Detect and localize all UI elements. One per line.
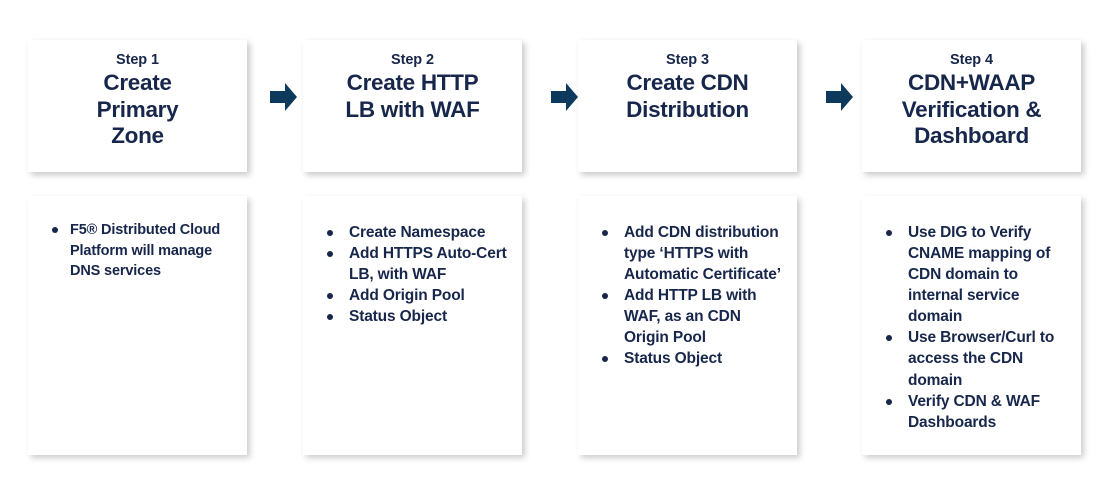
- arrow-step3-to-step4-icon: [826, 82, 854, 112]
- list-item: Verify CDN & WAF Dashboards: [872, 391, 1073, 433]
- step-column-1: Step 1 Create Primary Zone F5® Distribut…: [28, 0, 247, 491]
- step-column-4: Step 4 CDN+WAAP Verification & Dashboard…: [862, 0, 1081, 491]
- step-title-line-1: Create: [103, 70, 172, 96]
- step-body-card-1: F5® Distributed Cloud Platform will mana…: [28, 196, 247, 455]
- step-title-line-3: Dashboard: [914, 123, 1029, 149]
- step-label-1: Step 1: [116, 52, 159, 68]
- arrow-step1-to-step2-icon: [270, 82, 298, 112]
- step-title-line-1: CDN+WAAP: [908, 70, 1035, 96]
- step-bullet-list-3: Add CDN distribution type ‘HTTPS with Au…: [588, 222, 789, 370]
- list-item: Use DIG to Verify CNAME mapping of CDN d…: [872, 222, 1073, 327]
- step-label-2: Step 2: [391, 52, 434, 68]
- step-body-card-3: Add CDN distribution type ‘HTTPS with Au…: [578, 196, 797, 455]
- step-bullet-list-2: Create Namespace Add HTTPS Auto-Cert LB,…: [313, 222, 514, 327]
- step-title-3: Create CDN Distribution: [622, 70, 753, 123]
- list-item: Use Browser/Curl to access the CDN domai…: [872, 327, 1073, 390]
- step-bullet-list-1: F5® Distributed Cloud Platform will mana…: [38, 220, 239, 282]
- list-item: Add Origin Pool: [313, 285, 514, 306]
- step-column-3: Step 3 Create CDN Distribution Add CDN d…: [578, 0, 797, 491]
- arrow-step2-to-step3-icon: [551, 82, 579, 112]
- list-item: Add HTTPS Auto-Cert LB, with WAF: [313, 243, 514, 285]
- step-title-line-2: Verification &: [901, 96, 1042, 122]
- step-title-4: CDN+WAAP Verification & Dashboard: [898, 70, 1046, 150]
- step-header-card-2: Step 2 Create HTTP LB with WAF: [303, 40, 522, 172]
- step-title-2: Create HTTP LB with WAF: [341, 70, 483, 123]
- step-title-line-3: Zone: [111, 123, 164, 149]
- list-item: Add CDN distribution type ‘HTTPS with Au…: [588, 222, 789, 285]
- list-item: Status Object: [588, 348, 789, 369]
- step-body-card-2: Create Namespace Add HTTPS Auto-Cert LB,…: [303, 196, 522, 455]
- step-title-line-2: Primary: [96, 96, 179, 122]
- step-body-card-4: Use DIG to Verify CNAME mapping of CDN d…: [862, 196, 1081, 455]
- step-header-card-4: Step 4 CDN+WAAP Verification & Dashboard: [862, 40, 1081, 172]
- list-item: Create Namespace: [313, 222, 514, 243]
- list-item: F5® Distributed Cloud Platform will mana…: [38, 220, 239, 282]
- step-bullet-list-4: Use DIG to Verify CNAME mapping of CDN d…: [872, 222, 1073, 433]
- step-title-line-2: LB with WAF: [345, 96, 480, 122]
- step-header-card-1: Step 1 Create Primary Zone: [28, 40, 247, 172]
- step-title-line-2: Distribution: [626, 96, 749, 122]
- step-label-4: Step 4: [950, 52, 993, 68]
- step-label-3: Step 3: [666, 52, 709, 68]
- step-title-line-1: Create CDN: [626, 70, 749, 96]
- list-item: Status Object: [313, 306, 514, 327]
- step-header-card-3: Step 3 Create CDN Distribution: [578, 40, 797, 172]
- step-column-2: Step 2 Create HTTP LB with WAF Create Na…: [303, 0, 522, 491]
- step-title-1: Create Primary Zone: [93, 70, 183, 150]
- list-item: Add HTTP LB with WAF, as an CDN Origin P…: [588, 285, 789, 348]
- step-title-line-1: Create HTTP: [346, 70, 479, 96]
